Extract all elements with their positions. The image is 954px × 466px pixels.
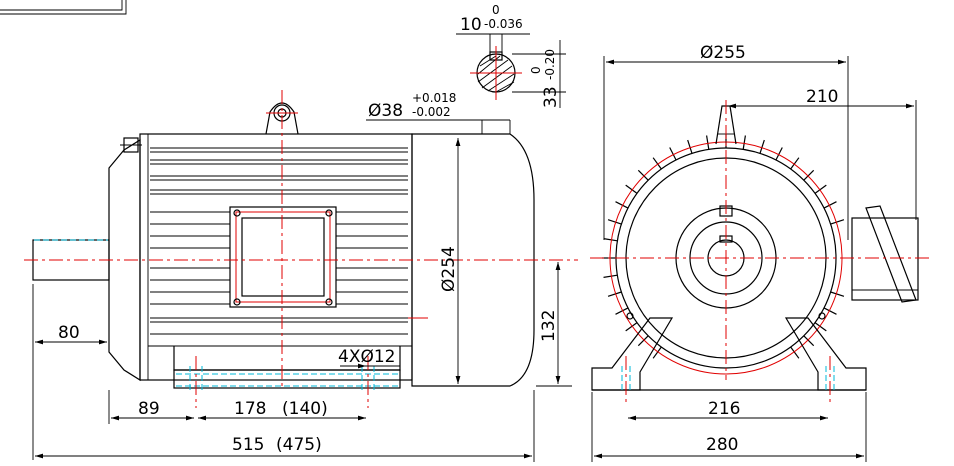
cooling-fin — [814, 322, 827, 332]
dim-shaft-upper: +0.018 — [412, 91, 456, 105]
dim-254-label: Ø254 — [439, 246, 459, 292]
dim-140-label: (140) — [282, 399, 328, 419]
dim-216-label: 216 — [708, 399, 740, 419]
dim-280: 280 — [591, 392, 867, 462]
cooling-fin — [814, 184, 827, 194]
cooling-fin — [607, 219, 622, 225]
cooling-fin — [603, 238, 618, 242]
dim-80: 80 — [32, 284, 110, 460]
dim-33-lower: -0.20 — [543, 49, 557, 80]
dim-shaft: Ø38 +0.018 -0.002 — [366, 91, 511, 134]
cooling-fin — [823, 201, 837, 209]
dim-89-label: 89 — [138, 399, 160, 419]
cooling-fin — [625, 184, 638, 194]
fan-cover — [411, 133, 535, 387]
end-view-feet — [591, 317, 867, 392]
dim-shaft-label: Ø38 — [368, 101, 403, 121]
dim-178-label: 178 — [234, 399, 266, 419]
dim-33-upper: 0 — [529, 66, 543, 74]
dim-475-label: (475) — [276, 435, 322, 455]
dim-shaft-lower: -0.002 — [412, 105, 451, 119]
cooling-fin — [652, 346, 662, 359]
dim-132: 132 — [536, 262, 572, 387]
dim-515: 515 (475) — [35, 390, 535, 462]
cooling-fin — [687, 139, 693, 154]
dim-key-upper: 0 — [492, 3, 500, 17]
dim-80-label: 80 — [58, 323, 80, 343]
side-view: 80 89 178 (140) 515 (475) 4XØ12 — [24, 90, 578, 462]
cooling-fin — [830, 291, 845, 297]
cooling-fin — [775, 147, 783, 161]
cooling-fin — [742, 135, 746, 150]
dim-89: 89 — [108, 390, 194, 424]
dim-178: 178 (140) — [198, 399, 366, 421]
dim-216: 216 — [628, 399, 828, 421]
key-section: 10 0 -0.036 33 0 -0.20 — [456, 3, 566, 108]
cooling-fin — [637, 169, 649, 181]
dim-210: 210 — [728, 87, 917, 220]
cooling-fin — [803, 335, 815, 347]
cooling-fin — [669, 147, 677, 161]
cooling-fin — [637, 335, 649, 347]
dim-255-label: Ø255 — [700, 43, 746, 63]
dim-280-label: 280 — [706, 435, 738, 455]
dim-holes-label: 4XØ12 — [338, 347, 395, 367]
cooling-fin — [615, 201, 629, 209]
title-block-corner — [0, 0, 127, 15]
dim-254: Ø254 — [439, 138, 461, 384]
dim-holes: 4XØ12 — [338, 347, 400, 369]
cooling-fin — [759, 139, 765, 154]
cooling-fin — [823, 307, 837, 315]
cooling-fins — [150, 147, 408, 335]
cooling-fin — [830, 219, 845, 225]
dim-key-lower: -0.036 — [484, 17, 523, 31]
end-view-terminal-box — [851, 205, 919, 303]
dim-210-label: 210 — [806, 87, 838, 107]
dim-132-label: 132 — [539, 310, 559, 342]
cooling-fin — [607, 291, 622, 297]
cooling-fin — [790, 346, 800, 359]
dim-33-label: 33 — [541, 86, 561, 108]
cooling-fin — [652, 157, 662, 170]
cooling-fin — [706, 135, 710, 150]
cooling-fin — [625, 322, 638, 332]
dim-515-label: 515 — [232, 435, 264, 455]
dim-255: Ø255 — [603, 43, 849, 240]
terminal-box — [229, 206, 337, 308]
end-view: Ø255 210 216 280 — [590, 43, 930, 462]
motor-feet — [34, 239, 412, 392]
cooling-fin — [603, 274, 618, 278]
cooling-fin — [790, 157, 800, 170]
dim-key-label: 10 — [460, 15, 482, 35]
cooling-fin — [615, 307, 629, 315]
motor-body — [139, 133, 413, 381]
cooling-fin — [803, 169, 815, 181]
